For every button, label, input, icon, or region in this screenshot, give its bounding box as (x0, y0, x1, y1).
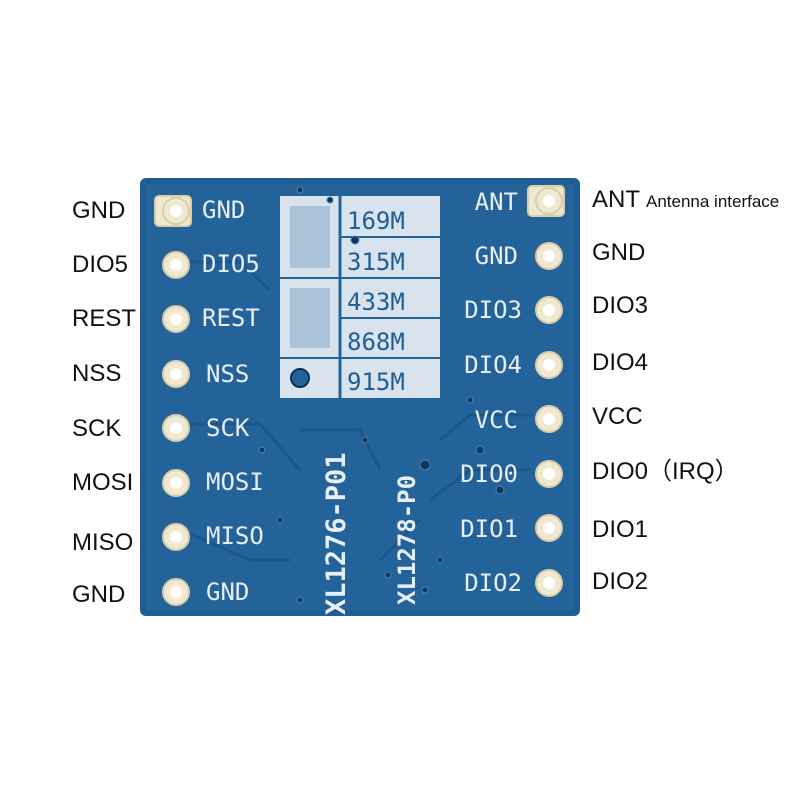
label-left-sck: SCK (72, 415, 122, 442)
label-left-gnd-1: GND (72, 197, 126, 224)
label-left-gnd-2: GND (72, 581, 126, 608)
silk-right-1: ANT (475, 188, 518, 216)
silk-right-8: DIO2 (464, 569, 522, 597)
label-left-miso: MISO (72, 529, 134, 556)
freq-433m: 433M (347, 288, 405, 316)
freq-915m: 915M (347, 368, 405, 396)
silk-left-5: SCK (206, 414, 250, 442)
silk-left-4: NSS (206, 360, 249, 388)
silk-left-1: GND (202, 196, 245, 224)
model-label-2: XL1278-P0 (393, 475, 421, 605)
silk-right-7: DIO1 (460, 515, 518, 543)
freq-868m: 868M (347, 328, 405, 356)
silk-left-8: GND (206, 578, 249, 606)
silk-right-6: DIO0 (460, 460, 518, 488)
silk-left-2: DIO5 (202, 250, 260, 278)
label-right-dio3: DIO3 (592, 292, 649, 319)
freq-169m: 169M (347, 207, 405, 235)
label-left-rest: REST (72, 305, 137, 332)
frequency-table: 169M 315M 433M 868M 915M (280, 196, 440, 398)
silk-left-7: MISO (206, 522, 264, 550)
label-left-mosi: MOSI (72, 469, 134, 496)
label-left-dio5: DIO5 (72, 251, 129, 278)
silk-right-3: DIO3 (464, 296, 522, 324)
silk-left-6: MOSI (206, 468, 264, 496)
antenna-description: Antenna interface (646, 192, 780, 211)
silk-right-2: GND (475, 242, 518, 270)
label-right-dio4: DIO4 (592, 349, 649, 376)
label-right-vcc: VCC (592, 403, 643, 430)
label-right-dio1: DIO1 (592, 516, 649, 543)
silk-left-3: REST (202, 304, 260, 332)
label-left-nss: NSS (72, 360, 122, 387)
silk-right-4: DIO4 (464, 351, 522, 379)
model-label-1: XL1276-P01 (321, 452, 352, 615)
label-right-gnd: GND (592, 239, 646, 266)
label-right-ant: ANT (592, 186, 640, 213)
label-right-dio2: DIO2 (592, 568, 649, 595)
silk-right-5: VCC (475, 406, 518, 434)
label-right-dio0-irq: DIO0（IRQ） (592, 458, 739, 485)
freq-315m: 315M (347, 248, 405, 276)
